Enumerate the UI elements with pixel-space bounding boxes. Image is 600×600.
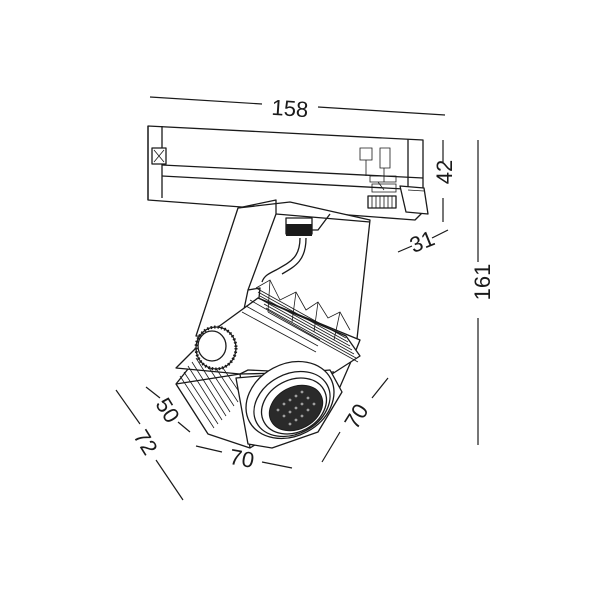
heat-sink-fins [241,279,359,363]
head-depth-inner-label: 50 [150,393,184,427]
head-width-label: 70 [228,444,256,473]
width-label: 158 [271,95,309,123]
adapter-height-label: 42 [432,160,457,184]
head-depth-outer-label: 72 [128,425,162,459]
tilt-knob [194,325,238,371]
height-label: 161 [470,264,495,301]
dimension-labels: 158 161 42 31 70 70 50 72 [128,95,495,473]
dimension-lines [115,96,479,501]
head-height-label: 70 [339,399,373,433]
lamp-head [175,279,361,449]
track-adapter [147,125,429,221]
adapter-depth-label: 31 [406,226,438,258]
